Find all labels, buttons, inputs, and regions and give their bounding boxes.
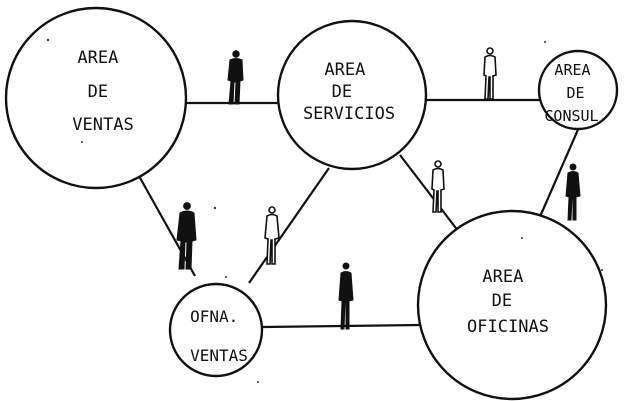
edge-servicios-oficinas	[399, 154, 463, 237]
label-area-de-servicios: AREA DE SERVICIOS	[303, 60, 395, 124]
node-circle-area-de-consul	[537, 49, 619, 131]
label-area-de-oficinas: AREA DE OFICINAS	[467, 267, 549, 337]
edge-ventas-ofna-ventas	[138, 175, 196, 277]
person-figure-outline-icon	[431, 160, 445, 213]
scan-specks	[46, 38, 603, 383]
connection-lines	[138, 98, 582, 329]
person-figure-outline-icon	[483, 47, 497, 100]
edge-servicios-ofna-ventas	[248, 167, 330, 284]
person-figure-solid-icon	[338, 262, 354, 330]
label-ofna-ventas: OFNA. VENTAS	[190, 307, 248, 365]
person-figure-solid-icon	[227, 50, 244, 105]
node-circle-ofna-ventas	[168, 282, 264, 378]
person-figure-outline-icon	[264, 206, 280, 265]
person-figure-solid-icon	[176, 202, 197, 270]
person-figures	[176, 47, 581, 330]
label-area-de-consul: AREA DE CONSUL.	[544, 61, 607, 125]
node-circle-area-de-servicios	[276, 19, 428, 171]
label-area-de-ventas: AREA DE VENTAS	[72, 48, 133, 135]
node-labels: AREA DE VENTAS AREA DE SERVICIOS AREA DE…	[72, 48, 607, 365]
node-circle-area-de-ventas	[4, 6, 188, 190]
node-circle-area-de-oficinas	[416, 209, 608, 401]
area-nodes	[4, 6, 619, 401]
person-figure-solid-icon	[565, 163, 581, 221]
